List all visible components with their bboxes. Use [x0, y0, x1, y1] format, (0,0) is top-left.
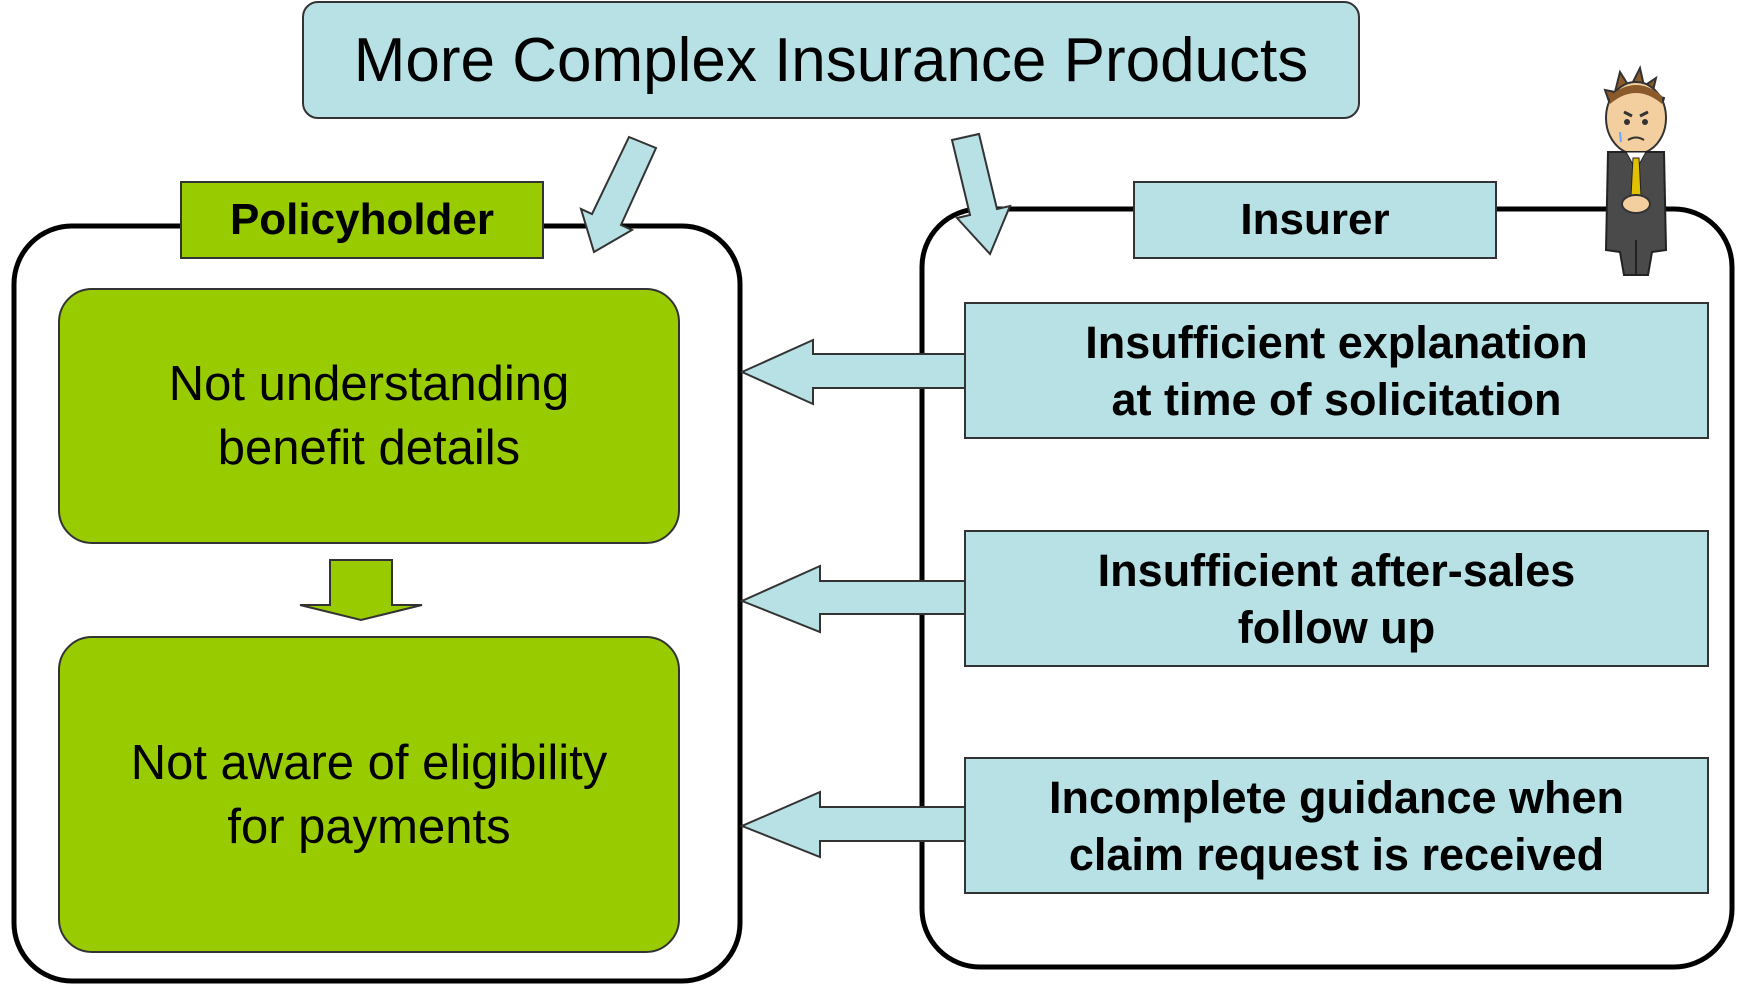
title-to-policyholder-arrow — [579, 135, 658, 254]
policyholder-issue-understanding: Not understanding benefit details — [58, 288, 680, 544]
diagram-title: More Complex Insurance Products — [302, 1, 1360, 119]
issue-text-line: Insufficient explanation — [1085, 316, 1588, 368]
worried-businessman-icon — [1603, 65, 1668, 276]
claim-guidance-arrow — [739, 790, 966, 859]
insurer-label: Insurer — [1133, 181, 1497, 259]
issue-text-line: for payments — [227, 799, 511, 854]
issue-text-line: benefit details — [217, 421, 521, 475]
issue-text-line: claim request is received — [1068, 828, 1605, 880]
issue-text-line: Not understanding — [168, 357, 570, 411]
insurer-issue-solicitation: Insufficient explanation at time of soli… — [964, 302, 1709, 439]
solicitation-arrow — [739, 338, 966, 406]
issue-text-line: Incomplete guidance when — [1048, 771, 1625, 823]
after-sales-arrow — [739, 564, 966, 634]
insurer-issue-claim-guidance: Incomplete guidance when claim request i… — [964, 757, 1709, 894]
issue-text-line: Not aware of eligibility — [130, 735, 608, 790]
issue-text-line: follow up — [1237, 601, 1436, 653]
issue-text-line: at time of solicitation — [1111, 373, 1562, 425]
issue-text-line: Insufficient after-sales — [1097, 544, 1576, 596]
title-to-insurer-arrow — [950, 132, 1012, 256]
insurer-issue-after-sales: Insufficient after-sales follow up — [964, 530, 1709, 667]
issue-chain-arrow — [299, 559, 423, 622]
policyholder-label: Policyholder — [180, 181, 544, 259]
policyholder-issue-eligibility: Not aware of eligibility for payments — [58, 636, 680, 953]
